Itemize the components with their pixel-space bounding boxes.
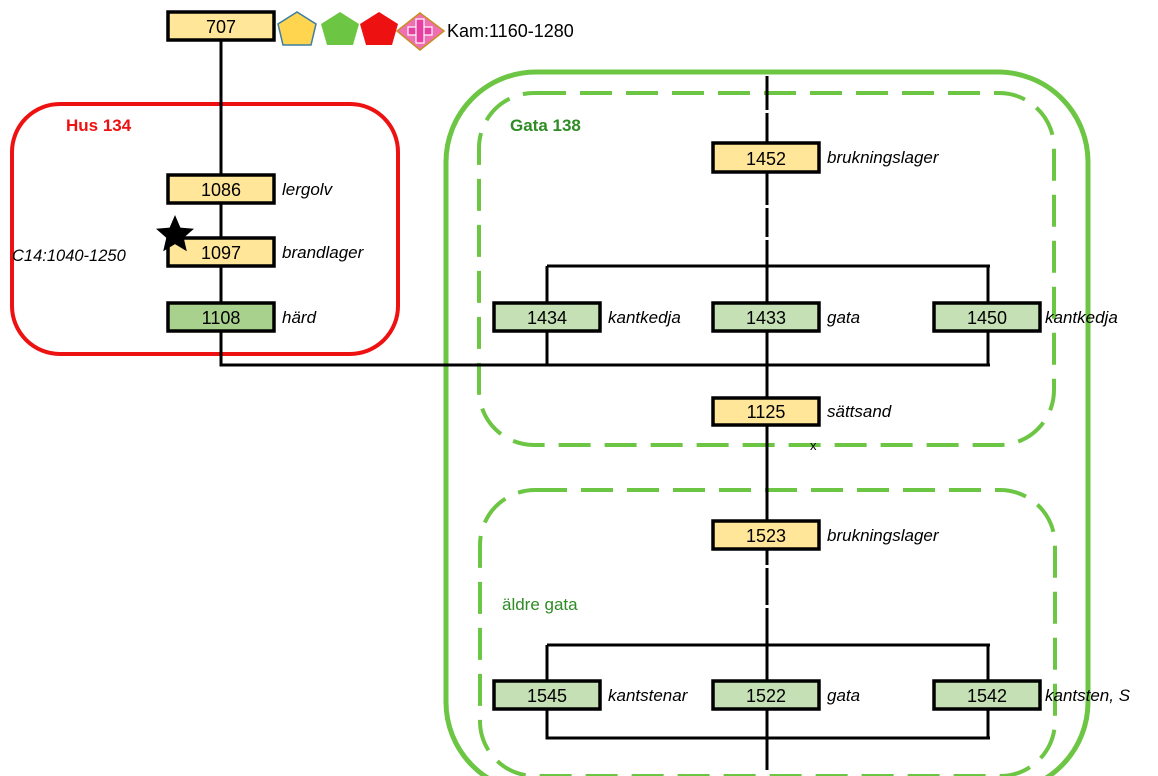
hus-134-title: Hus 134 [66, 116, 132, 135]
node-1542-label: kantsten, S [1045, 686, 1131, 705]
node-id: 1450 [967, 308, 1007, 328]
star-icon [156, 215, 194, 252]
node-1542[interactable]: 1542 [932, 679, 1042, 711]
gata-138-title: Gata 138 [510, 116, 581, 135]
yellow-pentagon-icon [277, 11, 317, 46]
node-id: 1086 [201, 180, 241, 200]
node-1097[interactable]: 1097 [166, 236, 276, 268]
node-1108-label: härd [282, 308, 317, 327]
hus-134-frame [10, 102, 400, 356]
connector-lines [219, 40, 990, 770]
line-gaps [762, 110, 772, 608]
kam-dating-text: Kam:1160-1280 [447, 21, 574, 41]
node-1097-label: brandlager [282, 243, 365, 262]
node-1523-label: brukningslager [827, 526, 940, 545]
c14-dating-text: C14:1040-1250 [12, 247, 127, 265]
node-1522-label: gata [827, 686, 860, 705]
node-1545-label: kantstenar [608, 686, 689, 705]
node-1434-label: kantkedja [608, 308, 681, 327]
node-1522[interactable]: 1522 [711, 679, 821, 711]
node-1086-label: lergolv [282, 180, 334, 199]
node-707[interactable]: 707 [166, 10, 276, 42]
gata-138-outer-frame [443, 69, 1091, 776]
red-pentagon-icon [360, 12, 398, 45]
node-1086[interactable]: 1086 [166, 173, 276, 205]
node-1452[interactable]: 1452 [711, 141, 821, 174]
node-id: 1452 [746, 149, 786, 169]
node-1450-label: kantkedja [1045, 308, 1118, 327]
node-1450[interactable]: 1450 [932, 301, 1042, 333]
node-id: 1545 [527, 686, 567, 706]
node-id: 707 [206, 17, 236, 37]
pink-cross-icon [395, 12, 446, 51]
small-x-mark: x [810, 438, 817, 453]
node-1545[interactable]: 1545 [492, 679, 602, 711]
node-id: 1433 [746, 308, 786, 328]
node-id: 1522 [746, 686, 786, 706]
node-1434[interactable]: 1434 [492, 301, 602, 333]
node-1125[interactable]: 1125 [711, 396, 821, 427]
node-id: 1108 [202, 308, 241, 328]
node-1433-label: gata [827, 308, 860, 327]
node-id: 1125 [747, 402, 786, 422]
green-pentagon-icon [321, 12, 359, 45]
node-1523[interactable]: 1523 [711, 519, 821, 551]
node-id: 1542 [967, 686, 1007, 706]
node-id: 1434 [527, 308, 567, 328]
aldre-gata-title: äldre gata [502, 595, 578, 614]
node-1433[interactable]: 1433 [711, 301, 821, 333]
node-1452-label: brukningslager [827, 148, 940, 167]
node-1108[interactable]: 1108 [166, 301, 276, 333]
node-id: 1097 [201, 243, 241, 263]
node-id: 1523 [746, 526, 786, 546]
node-1125-label: sättsand [827, 402, 892, 421]
